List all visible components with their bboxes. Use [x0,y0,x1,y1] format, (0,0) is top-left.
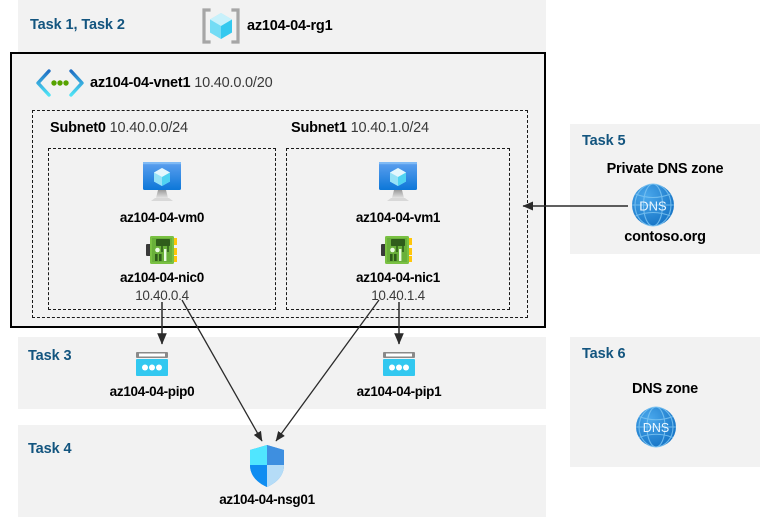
dns-zone-icon: DNS [634,405,678,449]
vm0-label: az104-04-vm0 [119,210,205,225]
resource-group-icon [200,6,242,46]
subnet0-title: Subnet0 10.40.0.0/24 [50,120,188,136]
nic0-label: az104-04-nic0 [120,270,204,285]
subnet0-name: Subnet0 [50,120,106,136]
subnet0-cidr: 10.40.0.0/24 [109,120,188,136]
subnet1-name: Subnet1 [291,120,347,136]
svg-text:DNS: DNS [643,421,669,435]
network-interface-icon [380,232,416,268]
vnet-name: az104-04-vnet1 [90,75,191,91]
virtual-machine-icon [136,158,188,206]
subnet1-title: Subnet1 10.40.1.0/24 [291,120,429,136]
task-label-1-2: Task 1, Task 2 [30,17,125,33]
resource-group-header-panel [18,0,546,52]
task-label-6: Task 6 [582,346,626,362]
subnet1-cidr: 10.40.1.0/24 [350,120,429,136]
task-label-3: Task 3 [28,348,72,364]
network-interface-icon [145,232,181,268]
public-ip-address-icon [381,350,417,380]
virtual-network-icon [34,68,86,98]
network-security-group-icon [247,443,287,489]
dns-zone-icon: DNS [630,182,676,228]
vnet-address-space: 10.40.0.0/20 [194,75,273,91]
task-label-4: Task 4 [28,441,72,457]
dns-zone-panel [570,337,760,467]
nic1-ip: 10.40.1.4 [371,288,425,303]
resource-group-name: az104-04-rg1 [247,18,333,34]
subnet1-box [286,148,510,310]
task-label-5: Task 5 [582,133,626,149]
vnet-title: az104-04-vnet1 10.40.0.0/20 [90,75,273,91]
dns-zone-heading: DNS zone [631,381,699,397]
nic0-ip: 10.40.0.4 [135,288,189,303]
public-ip-address-icon [134,350,170,380]
nsg-label: az104-04-nsg01 [219,492,315,507]
pip1-label: az104-04-pip1 [356,384,442,399]
pip0-label: az104-04-pip0 [109,384,195,399]
private-dns-zone-name: contoso.org [624,229,706,245]
private-dns-zone-heading: Private DNS zone [606,161,724,177]
virtual-machine-icon [372,158,424,206]
nic1-label: az104-04-nic1 [356,270,440,285]
svg-text:DNS: DNS [639,199,667,214]
vm1-label: az104-04-vm1 [355,210,441,225]
